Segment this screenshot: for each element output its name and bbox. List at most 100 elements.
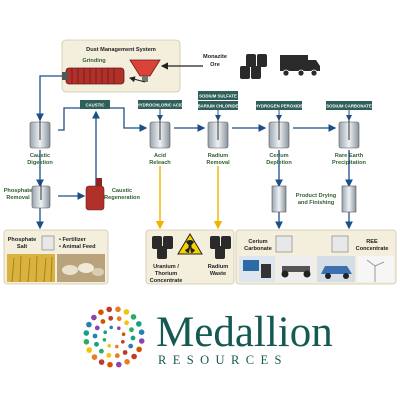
logo-dot bbox=[86, 347, 92, 353]
grinding-label: Grinding bbox=[82, 58, 106, 64]
phosphate-use-1: • Fertilizer bbox=[59, 237, 87, 243]
dryer-icon-ree bbox=[341, 185, 357, 213]
acid-releach-label-2: Releach bbox=[149, 160, 171, 166]
caustic-regeneration-label-2: Regeneration bbox=[104, 195, 140, 201]
phosphate-use-2: • Animal Feed bbox=[59, 244, 96, 250]
logo-dot bbox=[115, 344, 119, 349]
vehicle-chassis-photo bbox=[277, 256, 315, 282]
waste-drums-icon bbox=[152, 236, 173, 259]
radium-removal-label-1: Radium bbox=[208, 153, 229, 159]
logo-dot bbox=[138, 329, 145, 336]
cerium-depletion-label-1: Cerium bbox=[269, 153, 288, 159]
caustic-tag bbox=[80, 100, 110, 109]
hopper-icon bbox=[129, 59, 161, 83]
caustic-digestion-label-2: Digestion bbox=[27, 160, 53, 166]
ree-bag-icon bbox=[331, 235, 349, 253]
reagent-tags: CAUSTIC HYDROCHLORIC ACID SODIUM SULFATE… bbox=[80, 91, 372, 110]
logo-dot bbox=[117, 326, 121, 331]
tank-cerium-depletion bbox=[268, 118, 290, 149]
tank-ree-precipitation bbox=[338, 118, 360, 149]
dust-system-label: Dust Management System bbox=[86, 47, 156, 53]
phosphate-removal-label-1: Phosphate bbox=[4, 188, 33, 194]
hydrogen-peroxide-tag-label: HYDROGEN PEROXIDE bbox=[255, 104, 303, 109]
logo-dot bbox=[128, 343, 134, 349]
radium-waste-label-2: Waste bbox=[210, 271, 226, 277]
sodium-sulfate-tag bbox=[198, 91, 238, 100]
logo-dot bbox=[106, 352, 112, 358]
logo-dot bbox=[122, 350, 128, 355]
logo-dot bbox=[116, 316, 122, 322]
logo-dot bbox=[98, 359, 105, 365]
hydrochloric-acid-tag bbox=[138, 100, 182, 109]
main-flow-1 bbox=[58, 107, 96, 131]
cerium-bag-icon bbox=[275, 235, 293, 253]
logo-dot bbox=[83, 330, 90, 336]
electronics-photo bbox=[239, 256, 275, 282]
acid-releach-label-1: Acid bbox=[154, 153, 167, 159]
radium-drums-icon bbox=[210, 236, 231, 259]
caustic-tag-label: CAUSTIC bbox=[85, 103, 104, 108]
logo-dot bbox=[94, 325, 100, 331]
logo-dot bbox=[136, 321, 142, 327]
logo-tagline: RESOURCES bbox=[158, 353, 288, 367]
radiation-hazard-icon bbox=[177, 233, 203, 255]
ree-precipitation-label-2: Precipitation bbox=[332, 160, 366, 166]
logo-dot bbox=[92, 333, 98, 339]
radium-waste-label-1: Radium bbox=[208, 264, 229, 270]
radium-removal-label-2: Removal bbox=[206, 160, 230, 166]
phosphate-bag-icon bbox=[41, 235, 55, 251]
dryer-icon-cerium bbox=[271, 185, 287, 213]
caustic-regeneration-unit-icon bbox=[85, 178, 105, 211]
sodium-carbonate-tag bbox=[326, 101, 372, 110]
logo-dot bbox=[130, 314, 137, 320]
logo-dot bbox=[123, 309, 130, 315]
tank-phosphate-removal bbox=[31, 182, 51, 209]
logo-dot bbox=[102, 338, 107, 342]
phosphate-salt-label-1: Phosphate bbox=[8, 237, 37, 243]
hydrogen-peroxide-tag bbox=[256, 101, 302, 110]
logo-dot bbox=[138, 338, 145, 344]
logo-dot bbox=[91, 314, 97, 321]
logo-dot bbox=[108, 315, 114, 321]
ree-concentrate-label-2: Concentrate bbox=[356, 246, 389, 252]
logo-dot bbox=[103, 330, 107, 335]
logo-wordmark: Medallion bbox=[156, 309, 333, 356]
tank-radium-removal bbox=[207, 118, 229, 149]
logo-dot bbox=[86, 321, 92, 328]
phosphate-removal-label-2: Removal bbox=[6, 195, 30, 201]
caustic-regeneration-label-1: Caustic bbox=[112, 188, 132, 194]
hydrochloric-acid-tag-label: HYDROCHLORIC ACID bbox=[137, 103, 184, 108]
logo-dot bbox=[98, 309, 104, 316]
ore-barrels-icon bbox=[240, 54, 267, 79]
barium-chloride-tag-label: BARIUM CHLORIDE bbox=[198, 104, 239, 109]
logo-dot bbox=[99, 348, 104, 354]
logo-dot bbox=[83, 339, 90, 345]
phosphate-salt-label-2: Salt bbox=[17, 244, 27, 250]
logo-dot bbox=[129, 327, 134, 333]
uranium-label-3: Concentrate bbox=[150, 278, 183, 284]
reagent-feed-lines bbox=[157, 109, 352, 121]
cerium-depletion-label-2: Depletion bbox=[266, 160, 292, 166]
logo-dot bbox=[91, 354, 98, 360]
main-process-line bbox=[36, 107, 353, 230]
electric-car-photo bbox=[317, 256, 355, 282]
logo-dot bbox=[121, 340, 125, 344]
sodium-sulfate-tag-label: SODIUM SULFATE bbox=[199, 94, 237, 99]
drying-label-2: and Finishing bbox=[298, 200, 335, 206]
wind-turbine-photo bbox=[357, 256, 394, 282]
logo-dot bbox=[107, 361, 113, 368]
ree-precipitation-label-1: Rare Earth bbox=[335, 153, 364, 159]
wheat-field-photo bbox=[7, 254, 55, 283]
cerium-carbonate-label-2: Carbonate bbox=[244, 246, 272, 252]
logo-dot bbox=[100, 319, 106, 324]
livestock-photo bbox=[57, 254, 105, 282]
sodium-carbonate-tag-label: SODIUM CARBONATE bbox=[326, 104, 372, 109]
monazite-label-2: Ore bbox=[210, 62, 220, 68]
logo-dot bbox=[115, 306, 121, 313]
drying-label-1: Product Drying bbox=[296, 193, 337, 199]
logo-dot bbox=[106, 306, 112, 313]
ree-concentrate-label-1: REE bbox=[366, 239, 378, 245]
uranium-label-1: Uranium / bbox=[153, 264, 179, 270]
